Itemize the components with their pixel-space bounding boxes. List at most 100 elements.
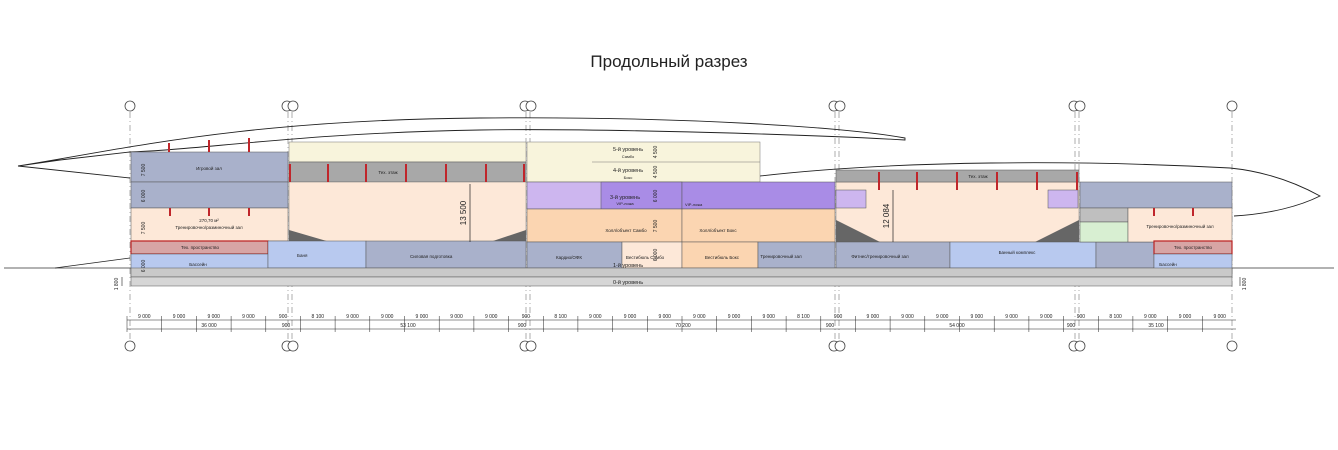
level-0: [130, 276, 1233, 287]
arena-sambo: [288, 181, 527, 243]
span-label: 9 000: [901, 314, 914, 320]
span-label: 900: [279, 314, 288, 320]
label-ofp: Кардио/ОФК: [556, 255, 582, 260]
label-tech-space-left: Тех. пространство: [181, 245, 220, 250]
total-label: 900: [1067, 323, 1076, 329]
height-base-left: 1 800: [114, 278, 120, 291]
total-label: 900: [282, 323, 291, 329]
label-pool-left: Бассейн: [189, 261, 207, 267]
span-label: 9 000: [346, 314, 359, 320]
height-d0: 6 000: [653, 249, 659, 262]
height-lg1: 7 500: [141, 164, 147, 177]
label-training-left: Тренировочно/разминочный зал: [175, 224, 243, 230]
height-d2: 6 000: [653, 190, 659, 203]
room-sambo-hall: [526, 208, 683, 243]
room-sambo-lobby: [621, 241, 683, 269]
label-level1: 1-й уровень: [613, 262, 643, 269]
label-level5-sub: Самбо: [622, 154, 635, 159]
total-label: 900: [518, 323, 527, 329]
span-label: 9 000: [589, 314, 602, 320]
total-label: 900: [826, 323, 835, 329]
span-label: 8 100: [554, 314, 567, 320]
total-label: 53 100: [400, 323, 416, 329]
height-lg3: 7 500: [141, 222, 147, 235]
span-label: 9 000: [173, 314, 186, 320]
room-level3: [600, 181, 683, 210]
section-title: Продольный разрез: [590, 52, 748, 71]
arena-box: [835, 181, 1080, 243]
label-bath: Банный комплекс: [999, 249, 1037, 255]
label-area: 270,70 м²: [199, 218, 219, 223]
span-label: 9 000: [381, 314, 394, 320]
height-d1: 7 500: [653, 220, 659, 233]
span-label: 9 000: [624, 314, 637, 320]
height-arena2: 12 084: [882, 203, 891, 228]
dimension-lines: [127, 319, 1236, 330]
room-box-hall: [681, 208, 836, 243]
room-fitness: [835, 241, 951, 269]
span-label: 9 000: [207, 314, 220, 320]
span-label: 9 000: [693, 314, 706, 320]
span-label: 9 000: [450, 314, 463, 320]
span-label: 9 000: [762, 314, 775, 320]
span-label: 9 000: [1179, 314, 1192, 320]
span-label: 9 000: [971, 314, 984, 320]
span-label: 9 000: [485, 314, 498, 320]
label-level0: 0-й уровень: [613, 279, 643, 286]
height-d4: 4 500: [653, 146, 659, 159]
room-training-hall: [757, 241, 836, 269]
roof-left: [17, 117, 906, 167]
total-label: 54 000: [949, 323, 965, 329]
span-labels: 9 000 9 000 9 000 9 000 900 8 100 9 000 9 000 9 …: [126, 314, 1226, 332]
room-ofp: [526, 241, 623, 269]
label-vip: VIP-ложа: [685, 202, 703, 207]
label-fitness: Фитнес/тренировочный зал: [851, 253, 909, 259]
label-tech-floor-right: Тех. этаж: [968, 174, 987, 179]
span-label: 9 000: [1144, 314, 1157, 320]
span-label: 900: [522, 314, 531, 320]
height-d3: 4 500: [653, 166, 659, 179]
span-label: 9 000: [728, 314, 741, 320]
label-level4-sub: Бокс: [624, 175, 633, 180]
label-training-right: Тренировочно/разминочный зал: [1146, 223, 1214, 229]
label-sambo-hall: Холл/объект Самбо: [605, 228, 647, 233]
roof-right: [759, 162, 1321, 217]
total-label: 36 000: [201, 323, 217, 329]
label-training-hall: Тренировочный зал: [760, 253, 802, 259]
axis-bubbles-top: [124, 100, 1238, 112]
span-label: 900: [834, 314, 843, 320]
height-lg4: 6 000: [141, 260, 147, 273]
label-level3-sub: VIP-ложа: [616, 201, 634, 206]
span-label: 9 000: [658, 314, 671, 320]
span-label: 9 000: [242, 314, 255, 320]
span-label: 8 100: [797, 314, 810, 320]
label-tech-floor: Тех. этаж: [378, 170, 397, 175]
tech-floor-band: [288, 161, 527, 183]
span-label: 8 100: [312, 314, 325, 320]
span-label: 9 000: [416, 314, 429, 320]
height-base-right: 1 800: [1242, 278, 1248, 291]
axis-bubbles-bottom: [124, 340, 1238, 352]
height-lg2: 6 000: [141, 190, 147, 203]
span-label: 9 000: [1213, 314, 1226, 320]
room-bath: [949, 241, 1097, 269]
label-box-lobby: Вестибюль Бокс: [705, 255, 740, 260]
label-pool-right: Бассейн: [1159, 261, 1177, 267]
room-training-right: [1127, 207, 1233, 243]
label-strength: Силовая подготовка: [410, 254, 453, 259]
span-label: 900: [1077, 314, 1086, 320]
label-sambo-lobby: Вестибюль Самбо: [626, 255, 665, 260]
label-sauna: Баня: [297, 253, 308, 258]
height-arena1: 13 500: [459, 200, 468, 225]
truss-posts: [168, 138, 1194, 216]
room-vip: [681, 181, 836, 210]
total-label: 35 100: [1148, 323, 1164, 329]
label-level4: 4-й уровень: [613, 167, 643, 174]
span-label: 9 000: [1005, 314, 1018, 320]
room-sauna: [267, 240, 367, 269]
span-label: 8 100: [1109, 314, 1122, 320]
room-game-hall: [130, 151, 289, 183]
label-game-hall: Игровой зал: [196, 165, 222, 171]
